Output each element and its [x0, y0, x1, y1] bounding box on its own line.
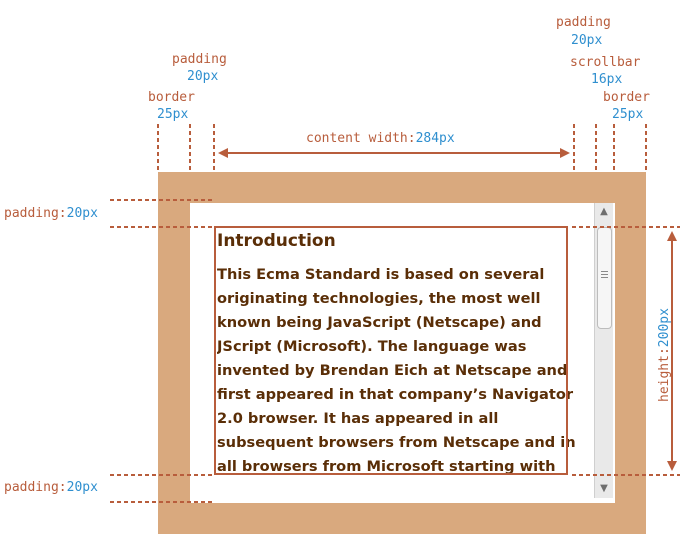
value-scrollbar: 16px [591, 72, 623, 87]
padding-area [190, 203, 615, 503]
label-content-width: content width:284px [306, 131, 455, 146]
value-padding-left: 20px [187, 69, 219, 84]
label-padding-bottom: padding:20px [4, 480, 98, 495]
label-padding-top: padding:20px [4, 206, 98, 221]
label-height: height:200px [657, 308, 672, 402]
triangle-up-icon[interactable]: ▲ [600, 206, 608, 217]
label-padding-right: padding [556, 15, 611, 30]
grip-icon [601, 271, 608, 280]
label-padding-left: padding [172, 52, 227, 67]
triangle-down-icon[interactable]: ▼ [600, 483, 608, 494]
value-padding-right: 20px [571, 33, 603, 48]
value-border-left: 25px [157, 107, 189, 122]
label-border-left: border [148, 90, 195, 105]
value-border-right: 25px [612, 107, 644, 122]
scrollbar[interactable]: ▲ ▼ [594, 203, 613, 498]
content-box-outline [214, 226, 568, 475]
content-area: Introduction This Ecma Standard is based… [217, 229, 599, 475]
content-title: Introduction [217, 231, 336, 251]
label-border-right: border [603, 90, 650, 105]
content-paragraph: This Ecma Standard is based on several o… [217, 266, 576, 475]
scrollbar-thumb[interactable] [597, 227, 612, 329]
label-scrollbar: scrollbar [570, 55, 641, 70]
